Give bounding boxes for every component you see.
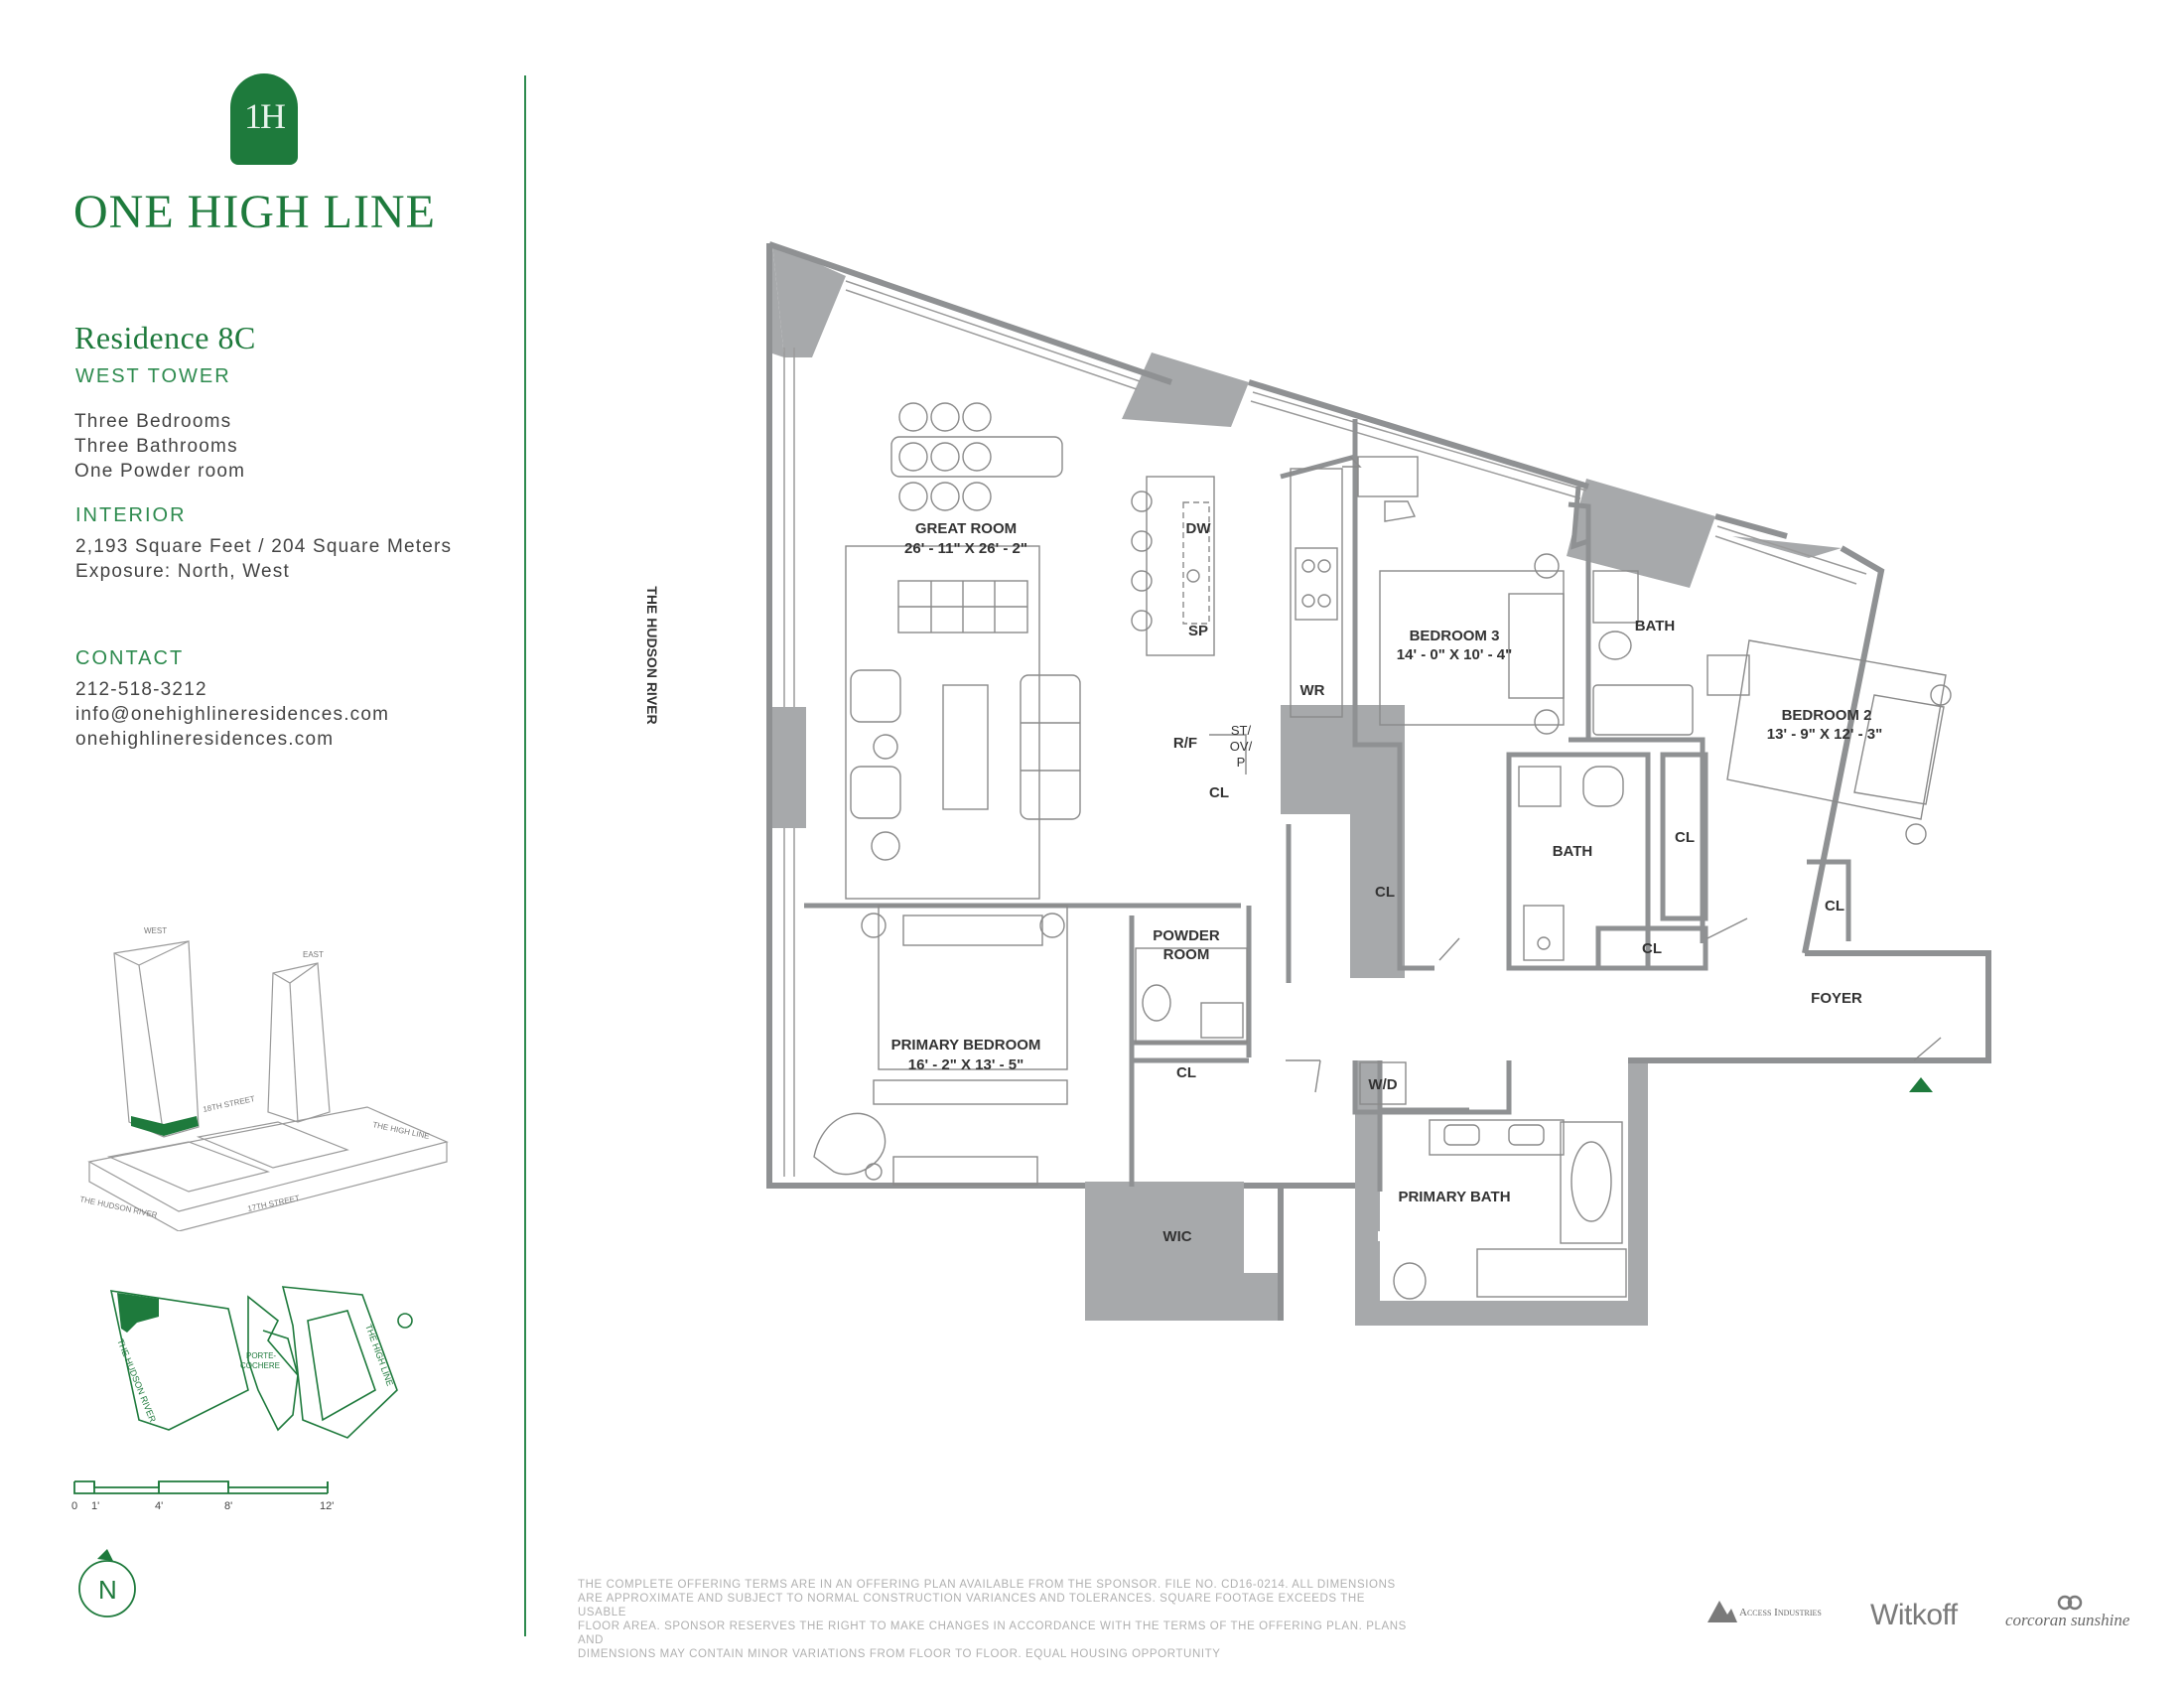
panel-divider (524, 75, 526, 1636)
interior-heading: INTERIOR (75, 504, 187, 526)
compass-label: N (98, 1575, 117, 1605)
site-porte-1: PORTE- (246, 1351, 276, 1360)
contact-phone[interactable]: 212-518-3212 (75, 679, 207, 700)
label-st-1: ST/ (1231, 723, 1252, 738)
label-bedroom-2: BEDROOM 2 (1782, 707, 1872, 724)
label-great-room: GREAT ROOM (915, 520, 1017, 537)
label-closet-1: CL (1209, 784, 1229, 801)
label-rf: R/F (1173, 735, 1197, 752)
interior-exposure: Exposure: North, West (75, 561, 290, 582)
site-porte-2: COCHERE (240, 1361, 280, 1370)
residence-title: Residence 8C (74, 320, 256, 355)
site-plan: THE HUDSON RIVER PORTE- COCHERE THE HIGH… (109, 1286, 413, 1439)
label-primary-bedroom: PRIMARY BEDROOM (891, 1037, 1041, 1054)
label-sp: SP (1188, 623, 1208, 639)
label-st-3: P (1237, 755, 1246, 770)
corcoran-logo-icon (2057, 1595, 2083, 1611)
disclaimer-line-2: ARE APPROXIMATE AND SUBJECT TO NORMAL CO… (578, 1593, 1366, 1618)
disclaimer-line-3: FLOOR AREA. SPONSOR RESERVES THE RIGHT T… (578, 1620, 1407, 1646)
scale-label-1: 1' (91, 1500, 99, 1512)
corcoran-name: corcoran sunshine (2005, 1611, 2130, 1629)
label-closet-4: CL (1642, 940, 1662, 957)
scale-bar: 0 1' 4' 8' 12' (71, 1480, 334, 1512)
dims-great-room: 26' - 11" X 26' - 2" (904, 540, 1027, 557)
label-primary-bath: PRIMARY BATH (1398, 1189, 1510, 1205)
label-closet-5: CL (1825, 898, 1844, 914)
tower-name: WEST TOWER (75, 365, 231, 387)
contact-details: 212-518-3212 info@onehighlineresidences.… (75, 677, 389, 752)
interior-details: 2,193 Square Feet / 204 Square Meters Ex… (75, 534, 452, 584)
north-compass-icon: N (78, 1549, 136, 1618)
interior-area: 2,193 Square Feet / 204 Square Meters (75, 536, 453, 557)
label-closet-3: CL (1675, 829, 1695, 846)
label-powder-1: POWDER (1153, 927, 1220, 944)
ctx-west-label: WEST (144, 926, 167, 935)
brand-logo: 1H (230, 73, 298, 165)
contact-email[interactable]: info@onehighlineresidences.com (75, 704, 390, 725)
label-dw: DW (1186, 520, 1212, 537)
partner-access-industries: Access Industries (1706, 1595, 1835, 1634)
label-bedroom-3: BEDROOM 3 (1410, 628, 1500, 644)
ctx-18th-street: 18TH STREET (203, 1094, 256, 1114)
label-bath-a: BATH (1635, 618, 1676, 634)
disclaimer-line-1: THE COMPLETE OFFERING TERMS ARE IN AN OF… (578, 1579, 1396, 1591)
label-powder-2: ROOM (1163, 946, 1210, 963)
ctx-east-label: EAST (303, 950, 324, 959)
disclaimer-line-4: DIMENSIONS MAY CONTAIN MINOR VARIATIONS … (578, 1648, 1221, 1660)
site-high-line-label: THE HIGH LINE (363, 1323, 395, 1387)
label-bath-b: BATH (1553, 843, 1593, 860)
floor-plan: THE HUDSON RIVER GREAT ROOM 26' - 11" X … (644, 241, 1991, 1326)
label-wic: WIC (1162, 1228, 1191, 1245)
context-map: WEST EAST 18TH STREET 17TH STREET THE HI… (79, 926, 449, 1231)
dims-bedroom-3: 14' - 0" X 10' - 4" (1397, 646, 1512, 663)
scale-label-8: 8' (224, 1500, 232, 1512)
ctx-high-line: THE HIGH LINE (372, 1120, 431, 1141)
feature-bedrooms: Three Bedrooms (74, 411, 232, 432)
entrance-marker-icon (1909, 1077, 1933, 1092)
disclaimer: THE COMPLETE OFFERING TERMS ARE IN AN OF… (578, 1578, 1412, 1661)
access-industries-name: Access Industries (1739, 1607, 1822, 1618)
label-closet-6: CL (1176, 1064, 1196, 1081)
brand-name: ONE HIGH LINE (73, 186, 436, 238)
logo-initials: 1H (244, 96, 286, 136)
label-wr: WR (1300, 682, 1325, 699)
label-wd: W/D (1368, 1076, 1397, 1093)
scale-label-4: 4' (155, 1500, 163, 1512)
feature-bathrooms: Three Bathrooms (74, 436, 238, 457)
dims-bedroom-2: 13' - 9" X 12' - 3" (1767, 726, 1882, 743)
dims-primary-bedroom: 16' - 2" X 13' - 5" (908, 1056, 1024, 1073)
features-list: Three Bedrooms Three Bathrooms One Powde… (74, 409, 245, 484)
label-foyer: FOYER (1811, 990, 1862, 1007)
feature-powder: One Powder room (74, 461, 246, 482)
contact-website[interactable]: onehighlineresidences.com (75, 729, 335, 750)
scale-label-12: 12' (320, 1500, 334, 1512)
scale-label-0: 0 (71, 1500, 77, 1512)
plan-river-label: THE HUDSON RIVER (644, 586, 660, 724)
label-closet-2: CL (1375, 884, 1395, 901)
label-st-2: OV/ (1230, 739, 1253, 754)
contact-heading: CONTACT (75, 647, 185, 669)
access-industries-logo-icon (1707, 1601, 1737, 1622)
ctx-17th-street: 17TH STREET (247, 1194, 301, 1213)
partner-corcoran: corcoran sunshine (2005, 1595, 2134, 1634)
partner-witkoff: Witkoff (1870, 1599, 1958, 1631)
